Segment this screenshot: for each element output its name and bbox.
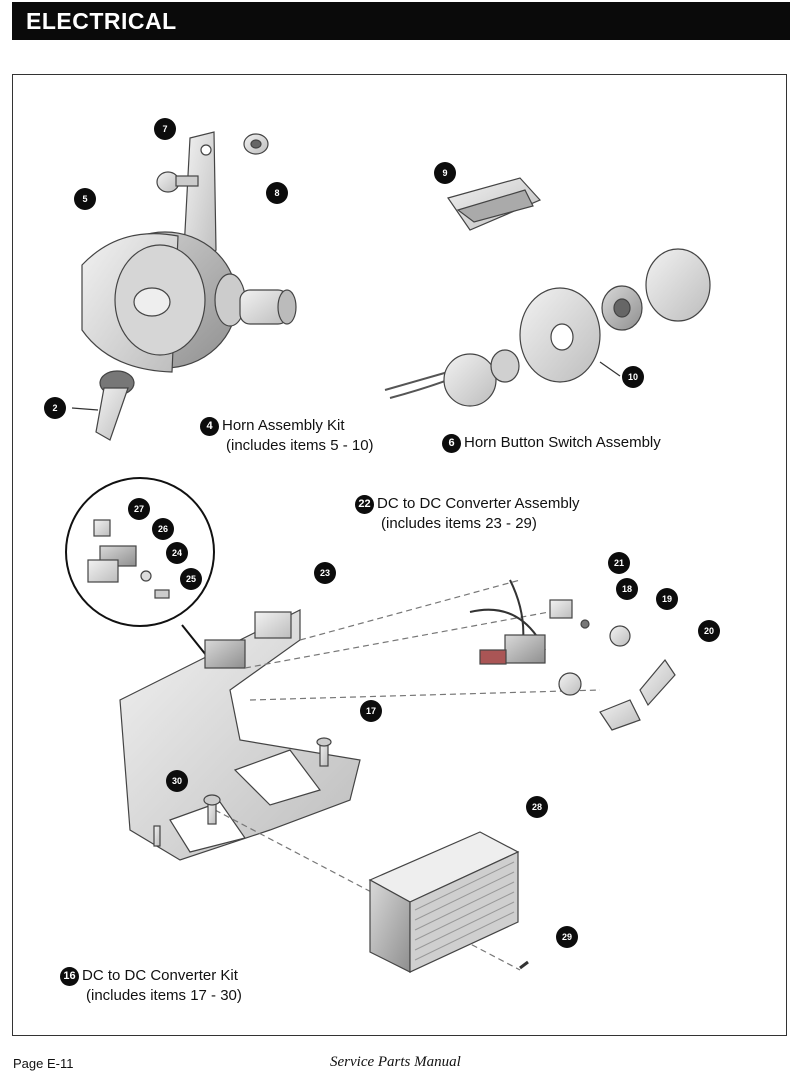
caption-badge: 16 (60, 966, 79, 986)
section-header-bar: ELECTRICAL (12, 2, 790, 40)
converter-bracket-drawing (119, 579, 601, 971)
horn-button-drawing (384, 248, 711, 407)
section-title: ELECTRICAL (26, 8, 177, 34)
callout-30: 30 (166, 770, 188, 792)
callout-23: 23 (314, 562, 336, 584)
callout-24: 24 (166, 542, 188, 564)
callout-10: 10 (622, 366, 644, 388)
callout-5: 5 (74, 188, 96, 210)
caption-title: Horn Button Switch Assembly (464, 434, 661, 451)
caption-badge: 22 (355, 494, 374, 514)
callout-18: 18 (616, 578, 638, 600)
callout-9: 9 (434, 162, 456, 184)
detail-inset-drawing (65, 477, 215, 661)
callout-20: 20 (698, 620, 720, 642)
caption-subtitle: (includes items 17 - 30) (86, 987, 242, 1004)
callout-29: 29 (556, 926, 578, 948)
page-number: Page E-11 (13, 1056, 74, 1071)
clip-drawing (447, 177, 542, 231)
mounting-screws-drawing (153, 737, 332, 847)
caption-subtitle: (includes items 23 - 29) (381, 515, 537, 532)
callout-28: 28 (526, 796, 548, 818)
callout-7: 7 (154, 118, 176, 140)
caption-title: DC to DC Converter Assembly (377, 495, 580, 512)
callout-17: 17 (360, 700, 382, 722)
callout-2: 2 (44, 397, 66, 419)
caption-badge: 4 (200, 416, 219, 436)
horn-drawing (71, 131, 297, 441)
caption-title: DC to DC Converter Kit (82, 967, 238, 984)
callout-26: 26 (152, 518, 174, 540)
callout-27: 27 (128, 498, 150, 520)
manual-title: Service Parts Manual (330, 1054, 461, 1070)
callout-21: 21 (608, 552, 630, 574)
caption-subtitle: (includes items 5 - 10) (226, 437, 374, 454)
caption-badge: 6 (442, 433, 461, 453)
wiring-harness-drawing (469, 579, 676, 731)
callout-8: 8 (266, 182, 288, 204)
caption-title: Horn Assembly Kit (222, 417, 345, 434)
converter-box-drawing (368, 831, 529, 973)
callout-19: 19 (656, 588, 678, 610)
diagram-frame (12, 74, 787, 1036)
callout-25: 25 (180, 568, 202, 590)
